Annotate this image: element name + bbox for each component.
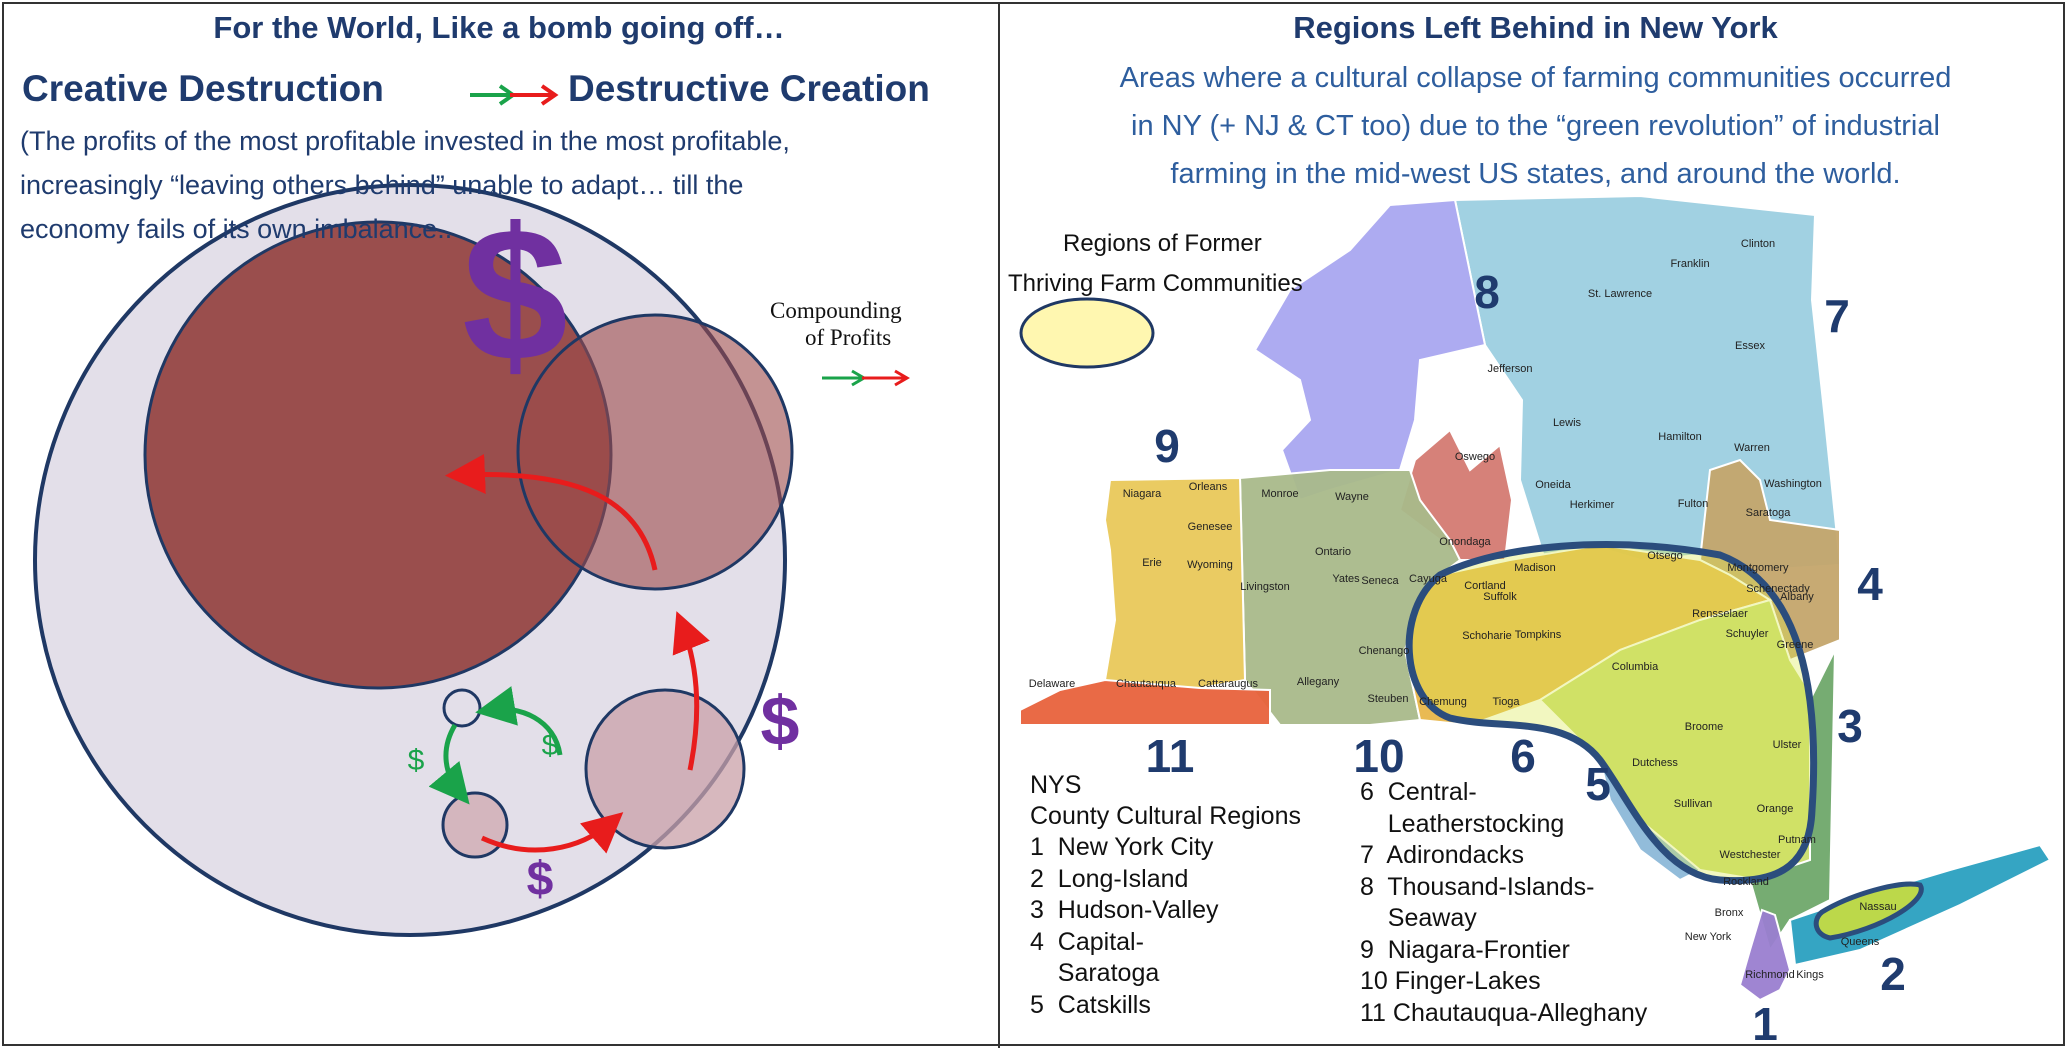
green-arrow-right [475,686,563,756]
key-title-nys: NYS [1030,771,1082,799]
key-item: 10 Finger-Lakes [1360,967,1541,995]
key-item: Seaway [1360,904,1477,932]
key-item: Leatherstocking [1360,809,1565,838]
key-item: 2 Long-Island [1030,864,1189,893]
dollar-icon-right: $ [761,682,800,760]
key-title-regions: County Cultural Regions [1030,802,1301,830]
key-column-1: 1 New York City 2 Long-Island 3 Hudson-Val… [1030,832,1219,1021]
large-profit-circle [516,313,794,591]
heading-destructive-creation: Destructive Creation [568,68,930,109]
key-item: 7 Adirondacks [1360,841,1524,869]
key-column-2: 6 Central- Leatherstocking 7 Adirondacks 8… [1360,777,1647,1029]
red-arrow-bottom [480,812,624,854]
left-desc-2: increasingly “leaving others behind” una… [20,170,744,200]
small-circle-bottom [441,791,509,859]
red-arrow-top [445,453,658,571]
key-item: 4 Capital- [1030,927,1144,956]
red-arrow-middle [672,611,710,771]
green-red-arrow-icon [470,84,559,106]
dollar-icon-bottom: $ [527,853,554,906]
green-arrow-left [428,723,470,805]
right-desc-1: Areas where a cultural collapse of farmi… [1119,62,1952,94]
green-dollar-icon-left: $ [408,744,425,777]
right-desc-3: farming in the mid-west US states, and a… [1170,158,1901,190]
compounding-label-2: of Profits [805,325,892,350]
key-item: 6 Central- [1360,778,1477,806]
key-item: 5 Catskills [1030,990,1151,1019]
big-dollar-icon: $ [462,189,568,401]
key-item: 9 Niagara-Frontier [1360,935,1570,964]
left-desc-1: (The profits of the most profitable inve… [20,126,790,156]
key-item: Saratoga [1030,959,1160,987]
left-desc-3: economy fails of its own imbalance.. [20,214,453,244]
key-item: 1 New York City [1030,833,1214,861]
farm-legend-label-2: Thriving Farm Communities [1008,270,1303,297]
panel-divider [998,2,1000,1048]
key-item: 11 Chautauqua-Alleghany [1360,998,1648,1027]
bubble-diagram: $ $ $ $ $ [33,84,910,937]
key-item: 3 Hudson-Valley [1030,896,1219,924]
heading-creative-destruction: Creative Destruction [22,68,384,109]
key-item: 8 Thousand-Islands- [1360,872,1595,901]
farm-legend-label-1: Regions of Former [1063,230,1262,257]
compounding-label: Compounding [770,298,902,323]
medium-profit-circle [584,688,746,850]
left-title: For the World, Like a bomb going off… [213,10,785,45]
compounding-arrow-icon [822,369,910,387]
right-desc-2: in NY (+ NJ & CT too) due to the “green … [1131,110,1940,142]
right-title: Regions Left Behind in New York [1293,10,1778,45]
